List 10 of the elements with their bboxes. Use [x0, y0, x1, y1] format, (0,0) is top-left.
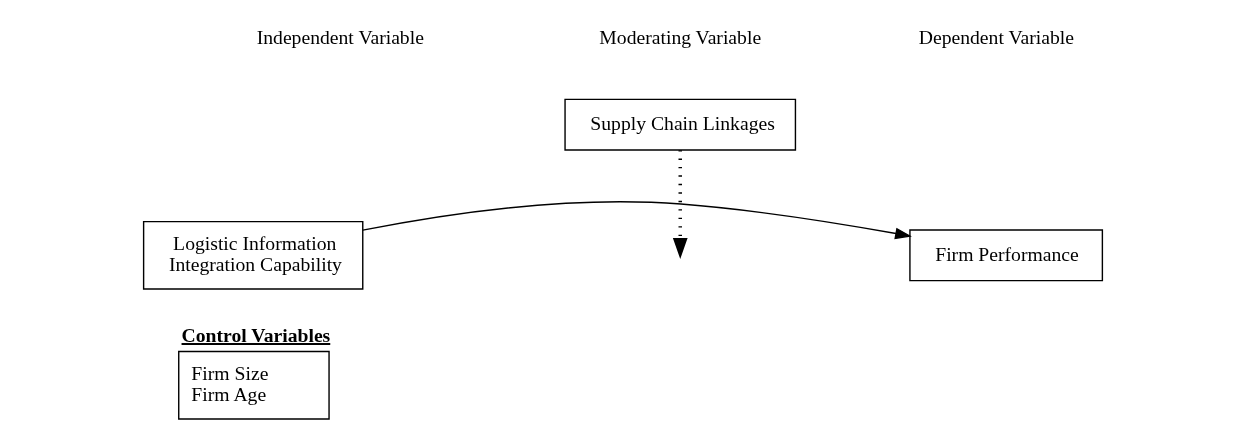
node-box: Firm Size Firm Age [178, 350, 330, 420]
arrow [362, 201, 912, 240]
label: Moderating Variable [599, 26, 762, 49]
arrow [672, 150, 688, 260]
node-box: Logistic Information Integration Capability [142, 220, 364, 290]
node-box: Firm Performance [909, 229, 1104, 282]
node-label: Control Variables [181, 324, 331, 347]
label: Dependent Variable [918, 26, 1074, 49]
node-box: Supply Chain Linkages [564, 98, 797, 151]
label: Independent Variable [256, 26, 424, 49]
